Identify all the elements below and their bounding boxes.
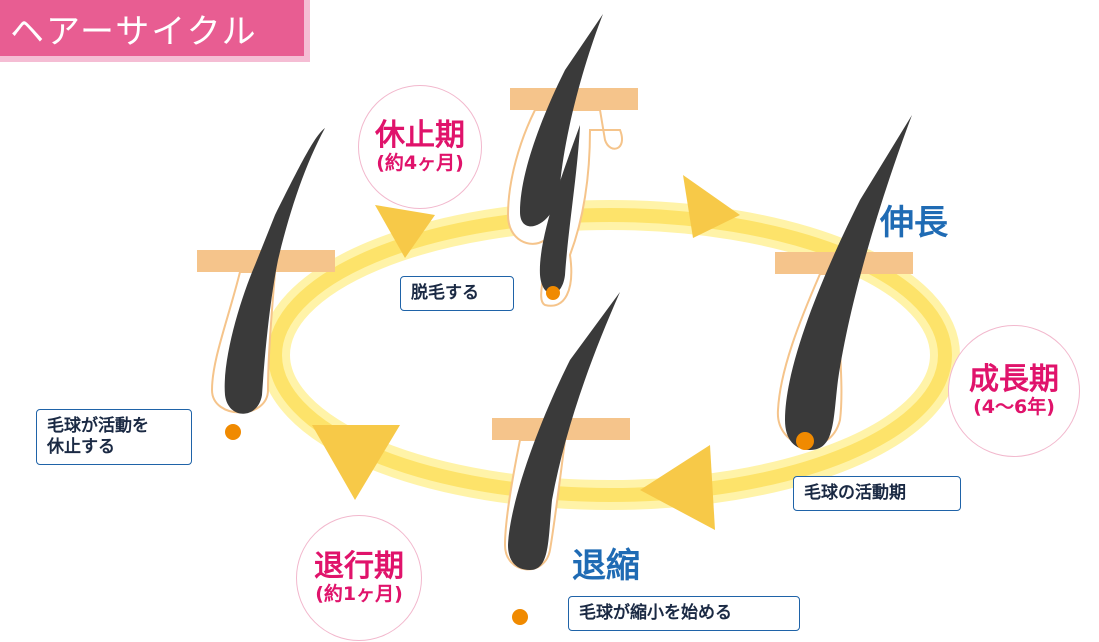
page-title: ヘアーサイクル bbox=[10, 11, 258, 52]
arrow-bottom-left bbox=[312, 425, 400, 500]
stage-shrink-label: 退縮 bbox=[572, 546, 640, 586]
bulb-dot-shrinking bbox=[512, 609, 528, 625]
note-resting-line2: 休止する bbox=[47, 437, 115, 457]
phase-catagen-name: 退行期 bbox=[314, 549, 404, 584]
cycle-ring bbox=[260, 200, 960, 510]
phase-telogen-duration: (約4ヶ月) bbox=[376, 152, 464, 174]
phase-anagen-duration: (4〜6年) bbox=[973, 396, 1055, 418]
note-shrinking: 毛球が縮小を始める bbox=[568, 596, 800, 631]
phase-anagen-name: 成長期 bbox=[969, 362, 1059, 397]
note-active: 毛球の活動期 bbox=[793, 476, 961, 511]
phase-catagen-duration: (約1ヶ月) bbox=[315, 583, 403, 605]
follicle-shedding bbox=[506, 14, 623, 307]
arrow-top-left bbox=[375, 205, 435, 258]
note-shedding: 脱毛する bbox=[400, 276, 514, 311]
stage-growth-label: 伸長 bbox=[880, 203, 948, 243]
bulb-dot-shedding bbox=[546, 286, 560, 300]
note-resting-line1: 毛球が活動を bbox=[47, 416, 149, 436]
title-banner: ヘアーサイクル bbox=[0, 0, 310, 62]
follicle-resting bbox=[210, 128, 325, 414]
bulb-dot-resting bbox=[225, 424, 241, 440]
follicle-shrinking bbox=[503, 292, 620, 571]
phase-anagen: 成長期 (4〜6年) bbox=[948, 325, 1080, 457]
phase-telogen-name: 休止期 bbox=[375, 118, 465, 153]
bulb-dot-active bbox=[796, 432, 814, 450]
phase-catagen: 退行期 (約1ヶ月) bbox=[296, 515, 422, 641]
arrow-bottom-right bbox=[640, 445, 715, 530]
arrow-top-right bbox=[683, 175, 740, 238]
phase-telogen: 休止期 (約4ヶ月) bbox=[358, 85, 482, 209]
note-resting: 毛球が活動を 休止する bbox=[36, 409, 192, 465]
